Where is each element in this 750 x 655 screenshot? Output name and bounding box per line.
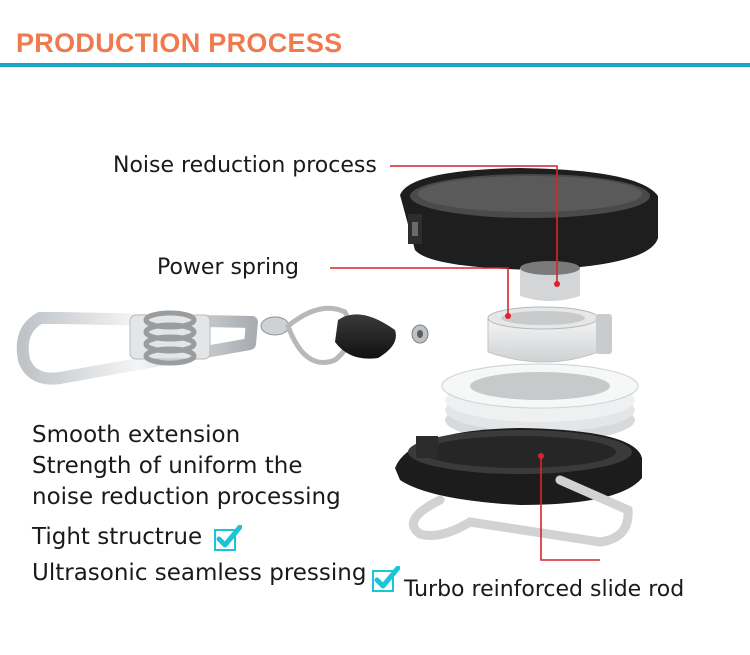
callout-power-spring: Power spring xyxy=(157,255,300,280)
check-icon xyxy=(214,524,243,551)
feature-line-1: Smooth extension xyxy=(32,422,241,448)
check-item-tight-structure: Tight structrue xyxy=(32,522,243,553)
leader-noise-reduction xyxy=(390,165,558,284)
power-spring-part xyxy=(487,306,612,363)
eyelet xyxy=(411,324,429,344)
leader-lines xyxy=(330,165,600,561)
callout-slide-rod: Turbo reinforced slide rod xyxy=(404,577,685,602)
callout-noise-reduction: Noise reduction process xyxy=(113,153,377,178)
belt-clip xyxy=(408,475,633,547)
leader-dot-rod xyxy=(538,453,544,459)
leader-slide-rod xyxy=(540,456,600,561)
top-housing xyxy=(400,168,658,301)
feature-line-2: Strength of uniform the xyxy=(32,453,303,479)
cord-stopper xyxy=(335,314,396,359)
feature-line-3: noise reduction processing xyxy=(32,484,341,510)
check-label: Ultrasonic seamless pressing xyxy=(32,559,367,586)
leader-dot-spring xyxy=(505,313,511,319)
check-item-ultrasonic: Ultrasonic seamless pressing xyxy=(32,554,401,592)
check-icon xyxy=(372,566,401,592)
leader-power-spring xyxy=(330,267,509,316)
leader-dot-noise xyxy=(554,281,560,287)
bottom-base xyxy=(395,428,642,505)
threaded-ring-stack xyxy=(441,363,639,442)
feature-description: Smooth extension Strength of uniform the… xyxy=(32,420,341,513)
leader-dots xyxy=(505,281,560,459)
check-label: Tight structrue xyxy=(32,524,203,550)
strap-clip xyxy=(16,305,354,385)
page-title: PRODUCTION PROCESS xyxy=(16,28,343,58)
header-divider xyxy=(0,63,750,67)
